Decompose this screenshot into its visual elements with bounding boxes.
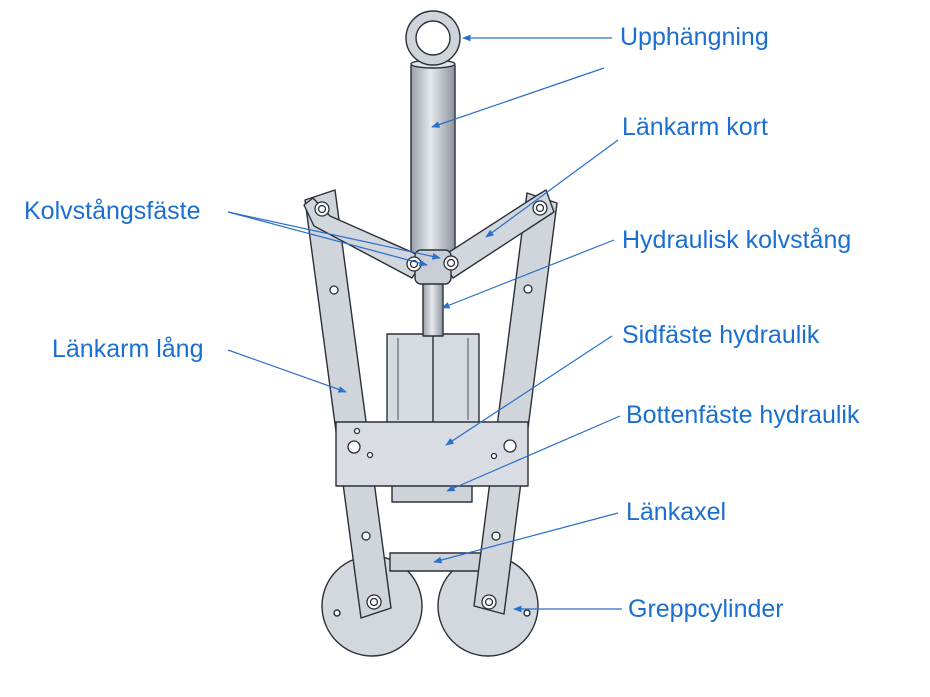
label-lankaxel: Länkaxel	[626, 498, 727, 526]
link-axle	[389, 552, 491, 572]
short-link-arm-left	[303, 197, 426, 279]
label-kolvstangsfaste: Kolvstångsfäste	[24, 197, 201, 225]
hydraulic-piston-rod	[422, 281, 444, 337]
label-greppcylinder: Greppcylinder	[628, 595, 784, 623]
leader-lines	[227, 34, 622, 613]
label-sidfaste-hydraulik: Sidfäste hydraulik	[622, 321, 820, 349]
suspension-tube	[410, 61, 456, 267]
label-hydraulisk-kolvstang: Hydraulisk kolvstång	[622, 226, 852, 254]
label-upphangning: Upphängning	[620, 23, 769, 51]
hydraulic-cylinder	[386, 333, 480, 425]
side-hydraulic-mount	[335, 421, 529, 487]
label-lankarm-lang: Länkarm lång	[52, 335, 204, 363]
eye-bolt	[405, 10, 461, 66]
label-bottenfaste-hydraulik: Bottenfäste hydraulik	[626, 401, 860, 429]
label-lankarm-kort: Länkarm kort	[622, 113, 768, 141]
